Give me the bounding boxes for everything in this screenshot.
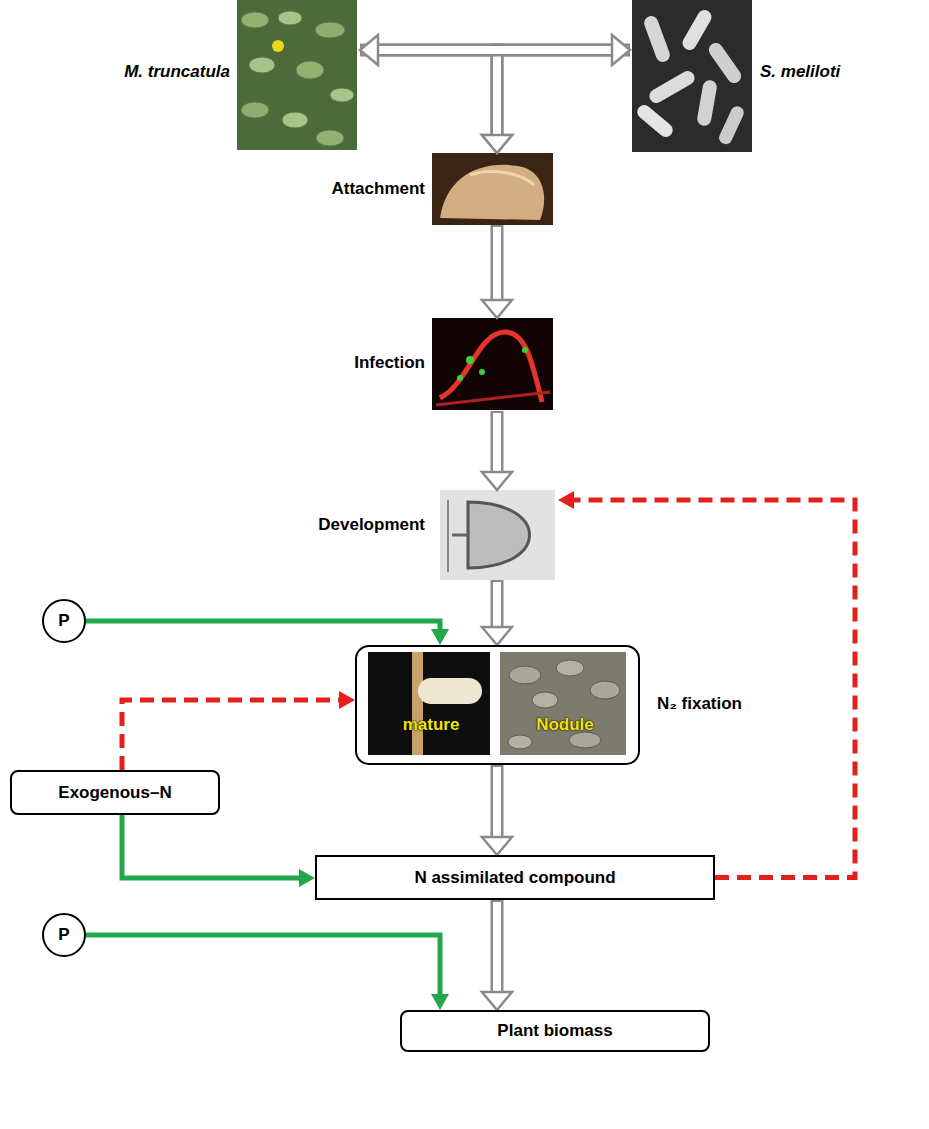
flow-arrow	[482, 411, 512, 490]
arrow-line	[86, 935, 440, 995]
node-label: N₂ fixation	[657, 694, 787, 714]
arrow-head	[339, 691, 355, 709]
bacteria-photo	[632, 0, 752, 152]
arrow-head	[482, 135, 512, 153]
development-photo	[440, 490, 555, 580]
inhibition-arrow	[122, 691, 355, 770]
arrow-line	[122, 700, 340, 770]
phosphorus-circle: P	[42, 599, 86, 643]
arrow-fill	[493, 767, 501, 838]
node-label: Plant biomass	[497, 1021, 612, 1041]
node-label: S. meliloti	[760, 62, 885, 82]
node-label: P	[58, 611, 69, 631]
arrow-outline	[491, 225, 504, 301]
arrow-line	[122, 815, 300, 878]
arrow-head	[482, 627, 512, 645]
flow-arrow	[360, 35, 630, 65]
node-label: Attachment	[300, 179, 425, 199]
promotion-arrow	[86, 621, 449, 645]
infection-photo	[432, 318, 553, 410]
plant-photo-node: M. truncatula	[95, 0, 360, 152]
mature-nodule-photo	[368, 652, 490, 755]
arrow-fill	[493, 582, 501, 628]
promotion-arrow	[122, 815, 315, 887]
arrow-head	[299, 869, 315, 887]
arrow-line	[573, 500, 855, 878]
arrow-outline	[491, 411, 504, 473]
arrow-outline	[377, 44, 613, 57]
arrow-head	[612, 35, 630, 65]
output-box: Plant biomass	[400, 1010, 710, 1052]
node-label: N assimilated compound	[414, 868, 615, 888]
node-label: M. truncatula	[95, 62, 230, 82]
arrow-line	[86, 621, 440, 630]
plant-photo	[237, 0, 357, 150]
phosphorus-circle: P	[42, 913, 86, 957]
arrow-fill	[493, 227, 501, 301]
attachment-photo	[432, 153, 553, 225]
stage-photo-node: Attachment	[300, 153, 555, 225]
arrow-head	[482, 992, 512, 1010]
arrow-head	[360, 35, 378, 65]
flow-arrow	[482, 225, 512, 318]
arrow-outline	[497, 50, 630, 136]
arrow-outline	[491, 580, 504, 628]
stage-photo-node: Development	[240, 490, 558, 580]
arrow-fill	[493, 902, 501, 993]
arrow-head	[482, 472, 512, 490]
flow-arrow	[482, 765, 512, 855]
promotion-arrow	[86, 935, 449, 1010]
arrow-fill	[362, 50, 497, 136]
inhibition-arrow	[558, 491, 855, 878]
node-label: P	[58, 925, 69, 945]
arrow-outline	[360, 50, 497, 136]
arrow-head	[431, 994, 449, 1010]
node-label: Development	[240, 515, 425, 535]
flow-arrow	[360, 50, 512, 153]
arrow-head	[482, 135, 512, 153]
process-box: N assimilated compound	[315, 855, 715, 900]
node-label: Exogenous–N	[58, 783, 171, 803]
arrow-head	[482, 300, 512, 318]
flow-arrow	[482, 580, 512, 645]
nodule-box: matureNoduleN₂ fixation	[355, 645, 640, 765]
arrow-outline	[491, 765, 504, 838]
arrow-head	[558, 491, 574, 509]
flow-arrow	[482, 900, 512, 1010]
node-label: Infection	[300, 353, 425, 373]
node-label: Nodule	[502, 715, 628, 735]
bacteria-photo-node: S. meliloti	[630, 0, 890, 155]
nodule-sem-photo	[500, 652, 626, 755]
arrow-fill	[493, 413, 501, 473]
arrow-fill	[497, 50, 628, 136]
input-box: Exogenous–N	[10, 770, 220, 815]
arrow-head	[482, 837, 512, 855]
arrow-head	[431, 629, 449, 645]
flow-arrow	[482, 50, 630, 153]
stage-photo-node: Infection	[300, 318, 555, 411]
node-label: mature	[370, 715, 492, 735]
arrow-fill	[377, 46, 613, 54]
arrow-outline	[491, 900, 504, 993]
